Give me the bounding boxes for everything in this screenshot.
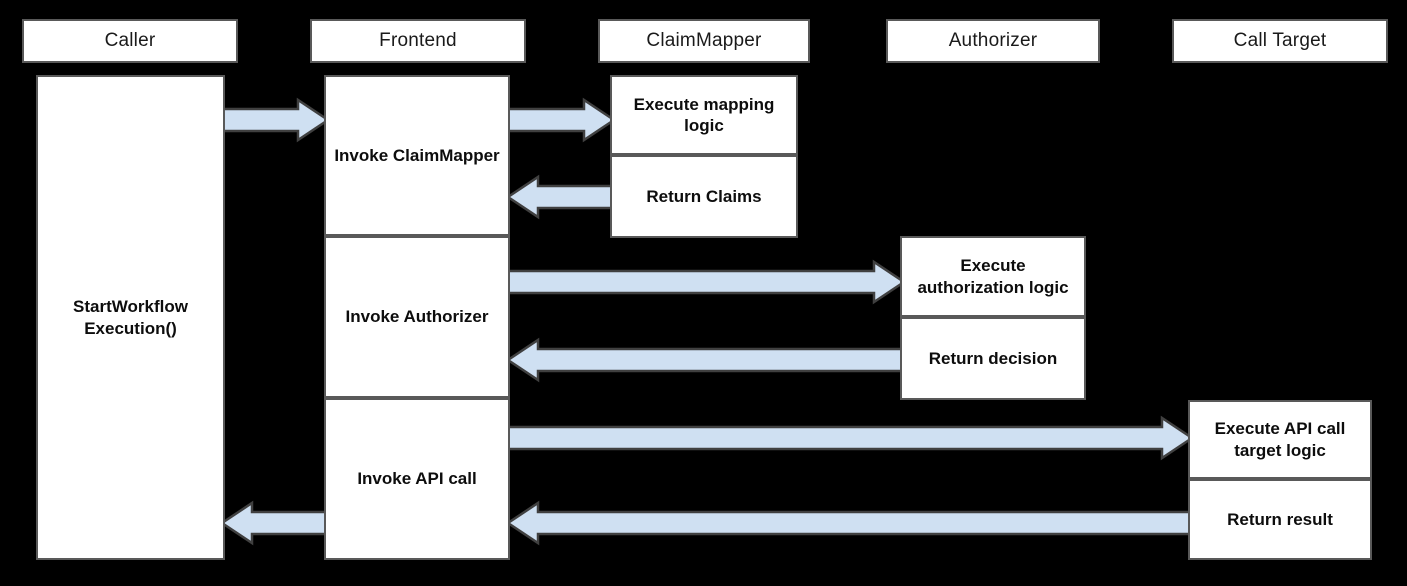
activation-frontend-invoke-api-call[interactable]: Invoke API call (324, 398, 510, 560)
activation-frontend-invoke-claimmapper[interactable]: Invoke ClaimMapper (324, 75, 510, 236)
arrow-caller-to-frontend (220, 97, 331, 143)
activation-frontend-invoke-claimmapper-label: Invoke ClaimMapper (334, 145, 500, 165)
activation-calltarget-execute-api-call-target-logic-label: Execute API call target logic (1214, 419, 1346, 460)
arrow-frontend-to-calltarget (506, 415, 1195, 461)
activation-calltarget-return-result[interactable]: Return result (1188, 479, 1372, 560)
arrow-authorizer-to-frontend (505, 337, 906, 383)
activation-claimmapper-return-claims[interactable]: Return Claims (610, 155, 798, 238)
activation-caller-start-workflow[interactable]: StartWorkflow Execution() (36, 75, 225, 560)
arrow-frontend-to-authorizer (506, 259, 907, 305)
activation-frontend-invoke-api-call-label: Invoke API call (357, 469, 477, 489)
activation-authorizer-execute-authorization-logic-label: Execute authorization logic (917, 256, 1069, 297)
lane-header-claimmapper-label: ClaimMapper (646, 30, 762, 51)
arrow-claimmapper-to-frontend (505, 174, 616, 220)
lane-header-authorizer-label: Authorizer (948, 30, 1038, 51)
activation-calltarget-return-result-label: Return result (1227, 509, 1333, 529)
activation-frontend-invoke-authorizer[interactable]: Invoke Authorizer (324, 236, 510, 398)
arrow-frontend-to-caller (219, 500, 330, 546)
lane-header-calltarget-label: Call Target (1233, 30, 1327, 51)
activation-calltarget-execute-api-call-target-logic[interactable]: Execute API call target logic (1188, 400, 1372, 479)
activation-claimmapper-execute-mapping-logic-label: Execute mapping logic (633, 94, 775, 135)
arrow-frontend-to-claimmapper (506, 97, 617, 143)
activation-caller-start-workflow-label: StartWorkflow Execution() (73, 297, 188, 338)
lane-header-authorizer[interactable]: Authorizer (886, 19, 1100, 63)
arrow-calltarget-to-frontend (505, 500, 1194, 546)
activation-claimmapper-execute-mapping-logic[interactable]: Execute mapping logic (610, 75, 798, 155)
lane-header-frontend[interactable]: Frontend (310, 19, 526, 63)
activation-authorizer-execute-authorization-logic[interactable]: Execute authorization logic (900, 236, 1086, 317)
activation-authorizer-return-decision[interactable]: Return decision (900, 317, 1086, 400)
lane-header-caller[interactable]: Caller (22, 19, 238, 63)
lane-header-calltarget[interactable]: Call Target (1172, 19, 1388, 63)
activation-authorizer-return-decision-label: Return decision (928, 348, 1058, 368)
lane-header-caller-label: Caller (104, 30, 156, 51)
lane-header-frontend-label: Frontend (379, 30, 457, 51)
activation-frontend-invoke-authorizer-label: Invoke Authorizer (345, 307, 489, 327)
activation-claimmapper-return-claims-label: Return Claims (646, 186, 762, 206)
lane-header-claimmapper[interactable]: ClaimMapper (598, 19, 810, 63)
